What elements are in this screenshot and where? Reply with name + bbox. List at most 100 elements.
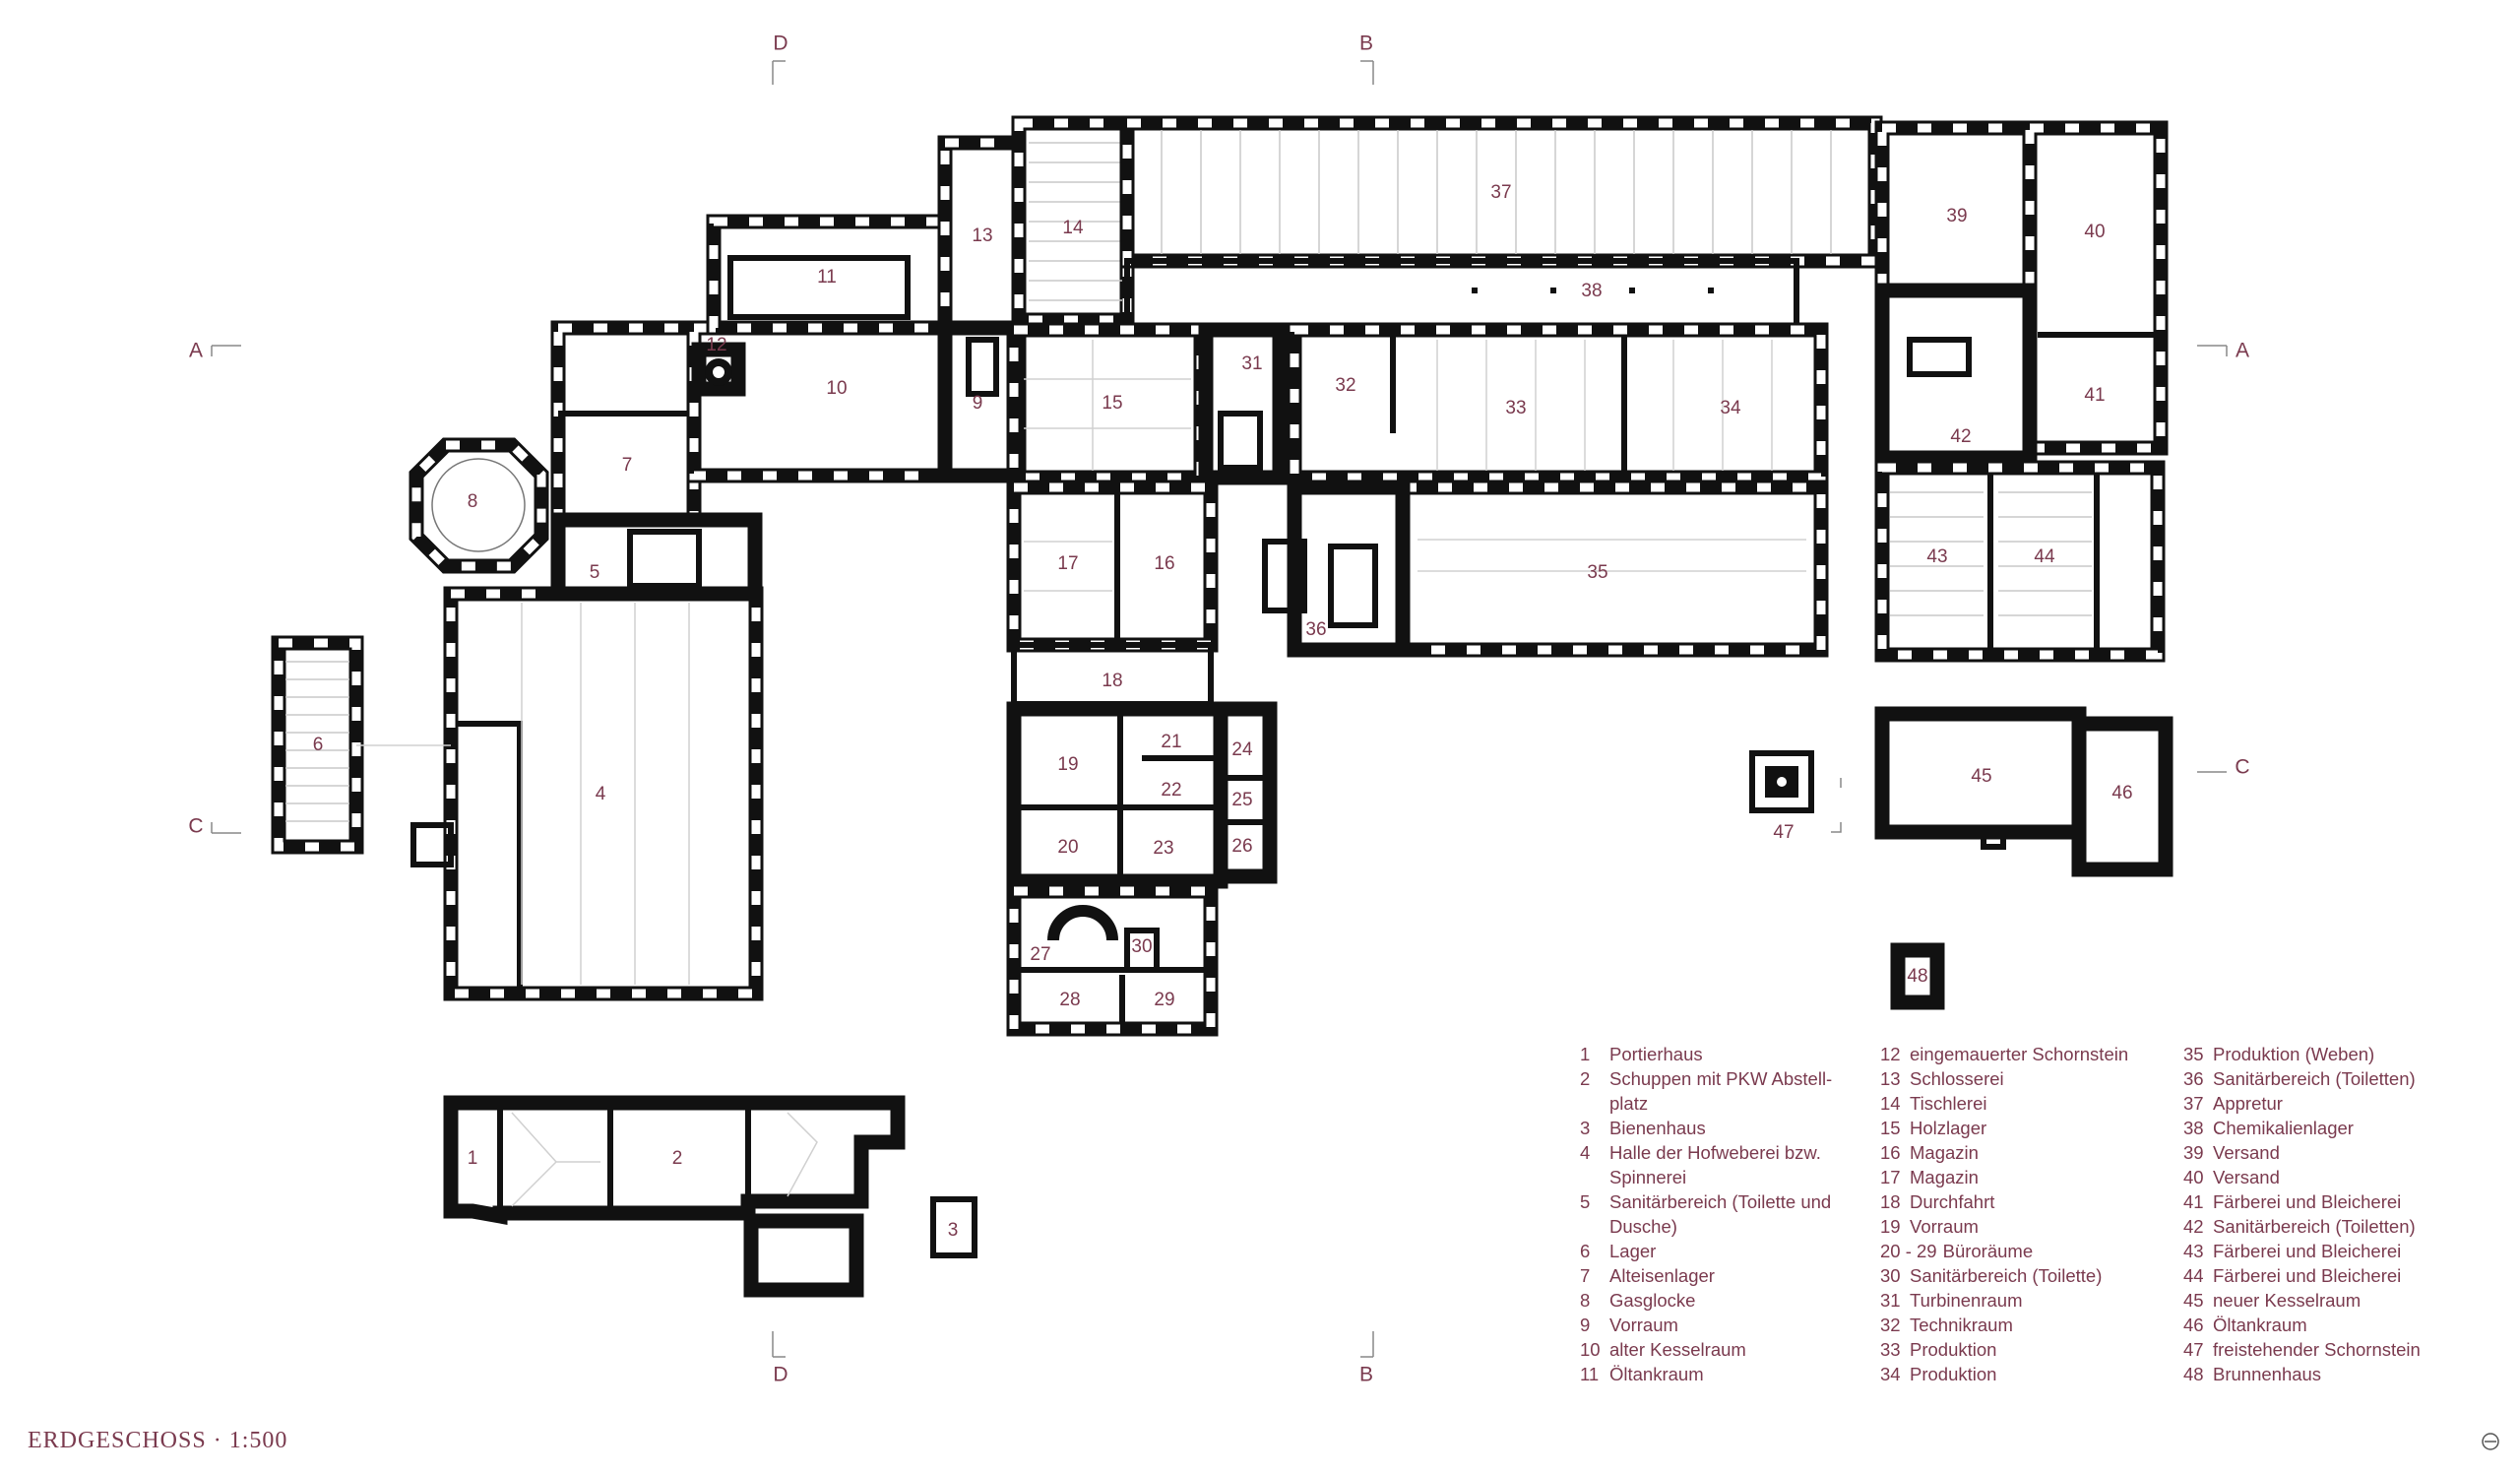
legend-item-text: Tischlerei (1910, 1093, 1987, 1114)
legend-item-number: 3 (1580, 1118, 1591, 1138)
legend-item: 34 Produktion (1880, 1362, 2175, 1386)
room-number-7: 7 (622, 455, 633, 476)
section-label-a-right: A (2236, 340, 2249, 362)
room-number-35: 35 (1587, 562, 1607, 583)
legend-item-text: Magazin (1910, 1142, 1979, 1163)
room-number-33: 33 (1505, 398, 1526, 418)
legend-item-number: 31 (1880, 1290, 1901, 1311)
legend-item-number: 2 (1580, 1068, 1591, 1089)
room-number-31: 31 (1241, 353, 1262, 374)
legend-item-text: Versand (2213, 1167, 2280, 1187)
room-number-37: 37 (1490, 182, 1511, 203)
room-number-8: 8 (468, 491, 478, 512)
section-label-c-right: C (2235, 756, 2249, 779)
room-number-9: 9 (973, 393, 983, 414)
room-number-6: 6 (313, 735, 324, 755)
room-number-3: 3 (948, 1220, 959, 1241)
legend-item-text: Sanitärbereich (Toiletten) (2213, 1216, 2416, 1237)
legend-item-number: 46 (2183, 1315, 2204, 1335)
room-number-14: 14 (1062, 218, 1084, 238)
legend-item-number: 4 (1580, 1142, 1591, 1163)
section-label-d-top: D (773, 32, 788, 55)
room-number-44: 44 (2034, 546, 2055, 567)
section-markers: D B A A C C D B (188, 32, 2249, 1386)
legend-item-number: 41 (2183, 1191, 2204, 1212)
legend-item-text: Brunnenhaus (2213, 1364, 2322, 1384)
room-number-18: 18 (1102, 671, 1122, 691)
legend-item-number: 7 (1580, 1265, 1591, 1286)
room-number-22: 22 (1161, 780, 1181, 801)
legend-item-number: 34 (1880, 1364, 1901, 1384)
legend-item-text: Versand (2213, 1142, 2280, 1163)
legend-item-text: Produktion (1910, 1339, 1997, 1360)
room-number-29: 29 (1154, 990, 1174, 1010)
legend-item-text: Schuppen mit PKW Abstell-platz (1609, 1068, 1833, 1114)
room-number-13: 13 (972, 225, 992, 246)
legend-item-text: Halle der Hofweberei bzw. Spinnerei (1609, 1142, 1821, 1187)
legend-item-number: 9 (1580, 1315, 1591, 1335)
legend-item-number: 19 (1880, 1216, 1901, 1237)
building-main (271, 115, 2174, 1298)
room-number-28: 28 (1059, 990, 1080, 1010)
legend-item-text: Sanitärbereich (Toilette) (1910, 1265, 2103, 1286)
legend-item-text: Chemikalienlager (2213, 1118, 2354, 1138)
legend-item-text: Sanitärbereich (Toilette und Dusche) (1609, 1191, 1832, 1237)
legend-item: 2 Schuppen mit PKW Abstell-platz (1580, 1066, 1856, 1116)
room-number-42: 42 (1950, 426, 1971, 447)
legend-item-number: 15 (1880, 1118, 1901, 1138)
legend-item-text: Öltankraum (1609, 1364, 1704, 1384)
legend-item-text: Färberei und Bleicherei (2213, 1191, 2402, 1212)
room-number-45: 45 (1971, 766, 1991, 787)
plan-title: ERDGESCHOSS · 1:500 (28, 1428, 287, 1453)
legend-item-number: 8 (1580, 1290, 1591, 1311)
room-number-1: 1 (468, 1148, 478, 1169)
legend-item-text: Färberei und Bleicherei (2213, 1265, 2402, 1286)
legend-item: 32 Technikraum (1880, 1313, 2175, 1337)
legend-item-number: 18 (1880, 1191, 1901, 1212)
legend-item: 12 eingemauerter Schornstein (1880, 1042, 2175, 1066)
legend-item-text: Portierhaus (1609, 1044, 1703, 1064)
room-number-11: 11 (817, 267, 837, 288)
legend-item-text: Bienenhaus (1609, 1118, 1706, 1138)
legend-item: 48 Brunnenhaus (2183, 1362, 2479, 1386)
legend-item: 41 Färberei und Bleicherei (2183, 1189, 2479, 1214)
legend-item-text: Technikraum (1910, 1315, 2013, 1335)
section-label-d-bottom: D (773, 1364, 788, 1386)
room-number-15: 15 (1102, 393, 1122, 414)
legend-item-number: 12 (1880, 1044, 1901, 1064)
room-number-20: 20 (1057, 837, 1078, 858)
legend-item: 4 Halle der Hofweberei bzw. Spinnerei (1580, 1140, 1856, 1189)
legend-item-text: Schlosserei (1910, 1068, 2004, 1089)
legend-item-number: 10 (1580, 1339, 1601, 1360)
legend-item-text: Produktion (Weben) (2213, 1044, 2375, 1064)
legend-item-number: 48 (2183, 1364, 2204, 1384)
room-number-12: 12 (706, 335, 726, 355)
legend-item-text: eingemauerter Schornstein (1910, 1044, 2129, 1064)
room-number-34: 34 (1720, 398, 1741, 418)
legend-item-number: 45 (2183, 1290, 2204, 1311)
room-numbers: 1 2 3 4 5 6 7 8 9 10 11 12 13 14 15 16 1… (313, 182, 2133, 1241)
room-number-5: 5 (590, 562, 600, 583)
legend-item-number: 33 (1880, 1339, 1901, 1360)
legend-item-number: 32 (1880, 1315, 1901, 1335)
legend-item-text: Produktion (1910, 1364, 1997, 1384)
room-number-25: 25 (1231, 790, 1252, 810)
